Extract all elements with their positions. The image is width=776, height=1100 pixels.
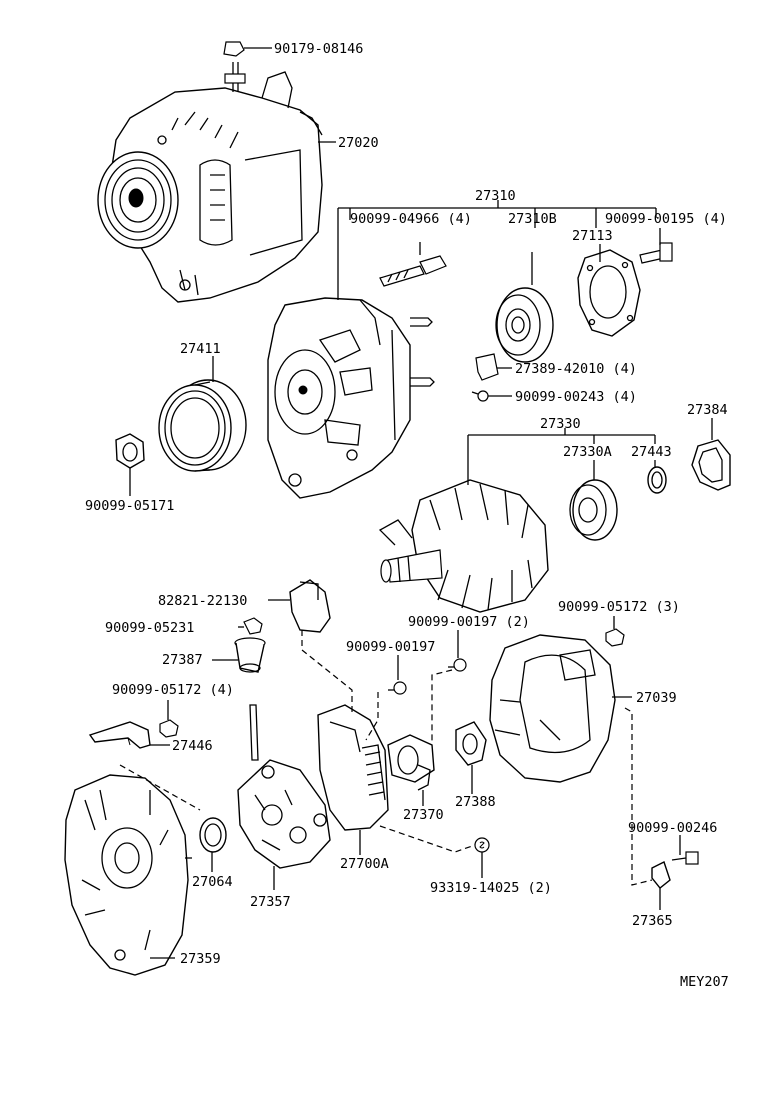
bolt-and-terminal-drawing [651, 851, 699, 889]
label-90099-00197: 90099-00197 [346, 639, 435, 655]
label-27365: 27365 [632, 913, 673, 929]
bolt-90099-04966-drawing [379, 255, 447, 287]
label-27359: 27359 [180, 951, 221, 967]
rear-cover-27039-drawing [489, 634, 616, 783]
label-90099-05231: 90099-05231 [105, 620, 194, 636]
brush-holder-27370-drawing [387, 734, 435, 791]
label-27330: 27330 [540, 416, 581, 432]
rectifier-27357-drawing [237, 704, 331, 869]
screw-90099-00195-drawing [639, 242, 673, 264]
cover-27384-drawing [691, 439, 731, 491]
label-27411: 27411 [180, 341, 221, 357]
label-93319-14025: 93319-14025 (2) [430, 880, 552, 896]
bearing-27330a-drawing [569, 479, 618, 541]
ring-27443-drawing [647, 466, 667, 494]
label-90099-05172-3: 90099-05172 (3) [558, 599, 680, 615]
label-90179-08146: 90179-08146 [274, 41, 363, 57]
label-90099-00243: 90099-00243 (4) [515, 389, 637, 405]
label-27443: 27443 [631, 444, 672, 460]
alternator-assembly-drawing [97, 41, 323, 303]
label-27310b: 27310B [508, 211, 557, 227]
label-27064: 27064 [192, 874, 233, 890]
label-27700a: 27700A [340, 856, 389, 872]
label-27310: 27310 [475, 188, 516, 204]
label-27020: 27020 [338, 135, 379, 151]
screws-90099-00197-drawing [388, 658, 467, 695]
leader-lines [129, 47, 713, 959]
nut-90099-05172-3-drawing [605, 628, 625, 647]
insulator-82821-22130-drawing [289, 579, 331, 633]
rotor-27330-drawing [378, 479, 549, 613]
washer-93319-14025-drawing [474, 837, 490, 853]
label-27357: 27357 [250, 894, 291, 910]
cover-27064-drawing [199, 817, 227, 853]
nut-and-bracket-drawing [88, 719, 179, 749]
label-90099-05171: 90099-05171 [85, 498, 174, 514]
label-27113: 27113 [572, 228, 613, 244]
regulator-27700a-drawing [317, 704, 389, 831]
pulley-27411-drawing [158, 379, 247, 472]
terminal-27388-drawing [455, 721, 487, 766]
label-27330a: 27330A [563, 444, 612, 460]
label-27388: 27388 [455, 794, 496, 810]
rear-end-frame-drawing [64, 774, 192, 976]
bearing-27310b-drawing [495, 287, 554, 363]
label-90099-00197-2: 90099-00197 (2) [408, 614, 530, 630]
label-27370: 27370 [403, 807, 444, 823]
label-90099-05172-4: 90099-05172 (4) [112, 682, 234, 698]
assembly-dashed-lines [119, 630, 653, 886]
diagram-code: MEY207 [680, 974, 729, 990]
label-82821-22130: 82821-22130 [158, 593, 247, 609]
nut-90099-05171-drawing [115, 433, 145, 469]
label-90099-00246: 90099-00246 [628, 820, 717, 836]
label-90099-04966: 90099-04966 (4) [350, 211, 472, 227]
label-90099-00195: 90099-00195 (4) [605, 211, 727, 227]
label-27039: 27039 [636, 690, 677, 706]
label-27389-42010: 27389-42010 (4) [515, 361, 637, 377]
part-labels: 90179-08146 27020 27310 90099-04966 (4) … [85, 41, 729, 990]
label-27387: 27387 [162, 652, 203, 668]
insulator-and-screw-drawing [471, 353, 499, 402]
drive-end-frame-drawing [267, 297, 435, 499]
label-27384: 27384 [687, 402, 728, 418]
nut-and-bushing-drawing [234, 617, 266, 673]
label-27446: 27446 [172, 738, 213, 754]
retainer-plate-27113-drawing [577, 249, 641, 337]
